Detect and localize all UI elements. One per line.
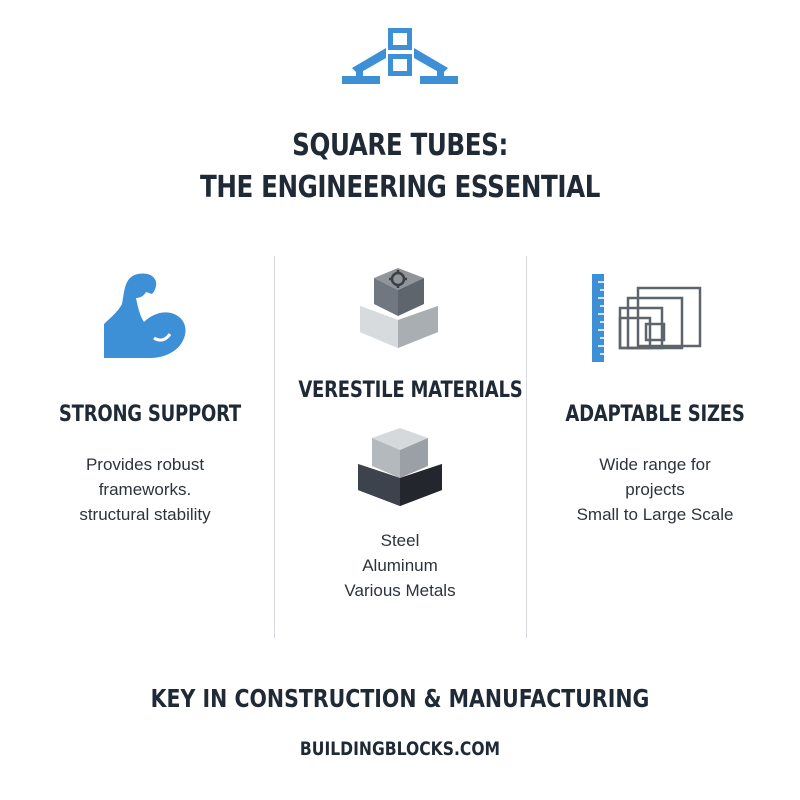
ruler-nested-squares-icon [590,272,710,366]
adaptable-sizes-description: Wide range for projects Small to Large S… [540,452,770,527]
description-line: Wide range for [599,455,711,474]
versatile-materials-title: VERESTILE MATERIALS [298,378,523,403]
title-line-1: SQUARE TUBES: [292,128,508,163]
gear-block-icon [352,262,444,354]
metal-blocks-icon [354,420,446,512]
strong-support-title: STRONG SUPPORT [58,402,241,427]
material-item: Various Metals [344,581,456,600]
description-line: structural stability [79,505,211,524]
description-line: Small to Large Scale [576,505,734,524]
adaptable-sizes-title: ADAPTABLE SIZES [565,402,745,427]
square-tube-structure-icon [342,28,458,84]
column-divider-left [274,256,275,638]
website-url[interactable]: BUILDINGBLOCKS.COM [299,738,501,760]
column-divider-right [526,256,527,638]
description-line: frameworks. [98,480,192,499]
logo-icon [338,26,462,90]
description-line: projects [625,480,685,499]
strong-support-description: Provides robust frameworks. structural s… [40,452,250,527]
footer-tagline: KEY IN CONSTRUCTION & MANUFACTURING [150,684,650,713]
description-line: Provides robust [85,455,205,474]
flexed-arm-icon [100,268,192,364]
materials-list: Steel Aluminum Various Metals [300,528,500,603]
material-item: Aluminum [362,556,438,575]
title-line-2: THE ENGINEERING ESSENTIAL [199,170,601,205]
material-item: Steel [380,531,420,550]
